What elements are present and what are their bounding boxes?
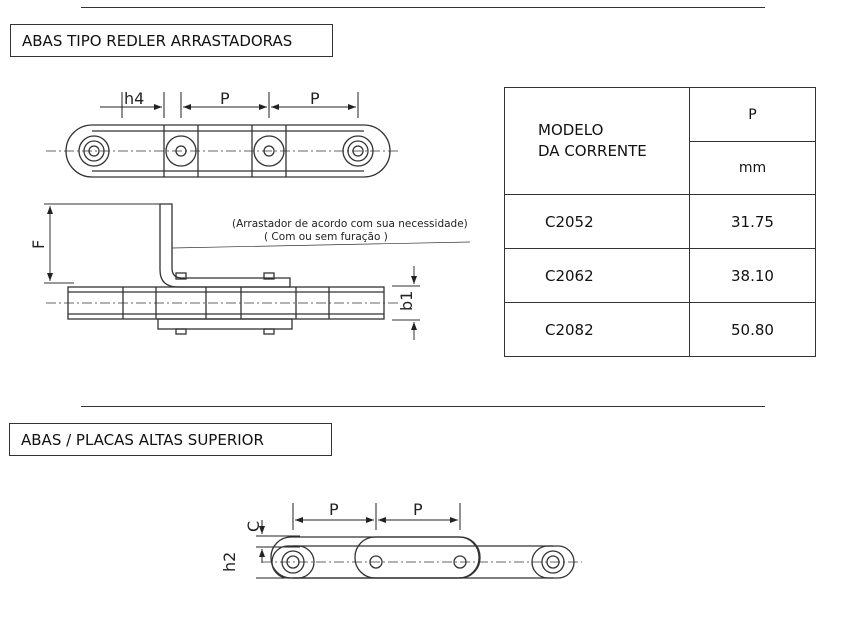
label-h4: h4: [124, 89, 144, 108]
cell-model: C2062: [504, 248, 690, 303]
chain-drawing-redler: h4 P P: [29, 89, 471, 340]
label-c: C: [244, 521, 263, 532]
chain-spec-table: MODELO DA CORRENTE P mm C2052 31.75 C206…: [504, 87, 816, 357]
table-row: C2062 38.10: [504, 248, 816, 303]
label-f: F: [29, 240, 48, 249]
table-row: C2052 31.75: [504, 194, 816, 249]
label-h2: h2: [220, 552, 239, 572]
label-p1-lower: P: [329, 500, 339, 519]
cell-p: 38.10: [689, 248, 816, 303]
attachment-note-line2: ( Com ou sem furação ): [264, 231, 388, 243]
section-title-placas-altas: ABAS / PLACAS ALTAS SUPERIOR: [9, 423, 332, 456]
label-p1: P: [220, 89, 230, 108]
middle-divider: [81, 406, 765, 407]
top-divider: [81, 7, 765, 8]
label-p2: P: [310, 89, 320, 108]
chain-top-view: [46, 124, 400, 178]
cell-p: 31.75: [689, 194, 816, 249]
section-title-redler: ABAS TIPO REDLER ARRASTADORAS: [10, 24, 333, 57]
header-p: P: [689, 87, 816, 142]
label-p2-lower: P: [413, 500, 423, 519]
cell-p: 50.80: [689, 302, 816, 357]
table-row: C2082 50.80: [504, 302, 816, 357]
label-b1: b1: [397, 291, 416, 311]
chain-side-view: [44, 203, 471, 340]
header-unit: mm: [689, 141, 816, 195]
chain-high-plate-view: [262, 536, 582, 579]
dimension-lines-top: [100, 92, 359, 118]
cell-model: C2082: [504, 302, 690, 357]
attachment-note-line1: (Arrastador de acordo com sua necessidad…: [232, 218, 468, 230]
dimension-lines-lower: [256, 503, 461, 579]
